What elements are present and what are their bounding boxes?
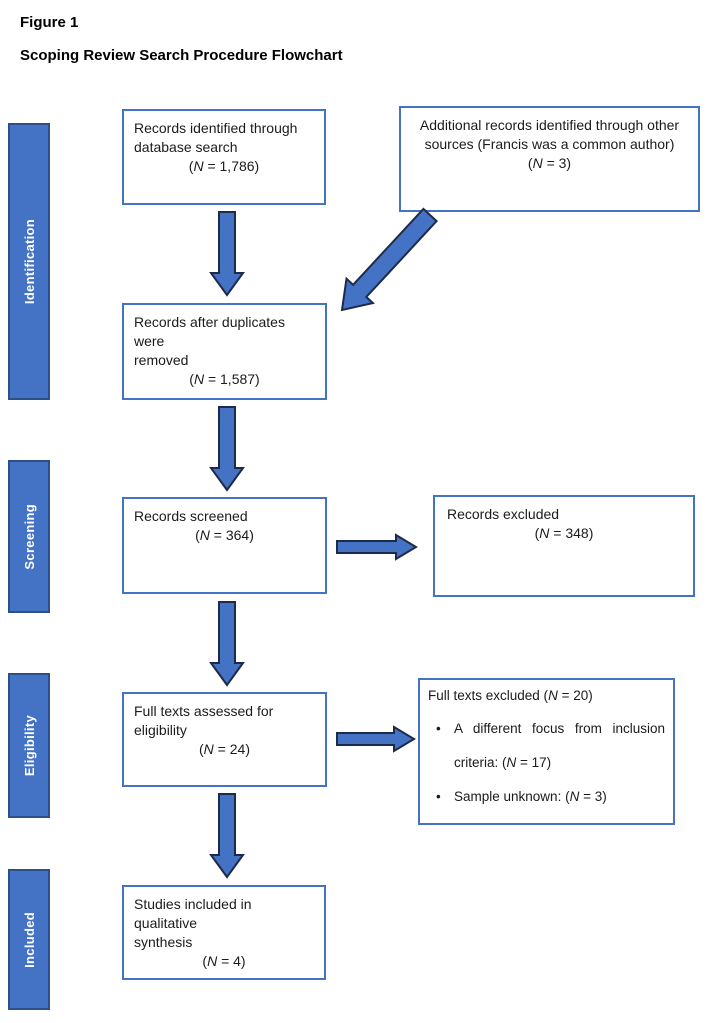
n-value: = 1,587) xyxy=(204,371,260,387)
arrow-shape xyxy=(209,406,245,492)
text-part: Sample unknown: ( xyxy=(454,789,570,804)
box-text-line: database search xyxy=(134,139,238,155)
n-value: = 348) xyxy=(549,525,594,541)
n-value: = 3) xyxy=(542,155,572,171)
box-records-identified: Records identified through database sear… xyxy=(122,109,326,205)
box-text-line: Records identified through xyxy=(134,120,298,136)
n-value: = 364) xyxy=(209,527,254,543)
n-symbol: N xyxy=(532,155,543,171)
box-records-screened: Records screened (N = 364) xyxy=(122,497,327,594)
n-count: (N = 364) xyxy=(134,526,315,545)
n-open: ( xyxy=(527,155,533,171)
n-symbol: N xyxy=(548,688,558,703)
text-part: Full texts excluded ( xyxy=(428,688,549,703)
n-count: (N = 1,587) xyxy=(134,370,315,389)
bullet-marker: • xyxy=(436,789,441,804)
arrow-shape xyxy=(336,533,418,561)
stage-bar-eligibility: Eligibility xyxy=(8,673,50,818)
box-text-line: removed xyxy=(134,352,189,368)
stage-bar-identification: Identification xyxy=(8,123,50,400)
stage-label-screening: Screening xyxy=(21,503,37,570)
n-open: ( xyxy=(199,741,204,757)
box-text-line: Records excluded xyxy=(447,506,560,522)
box-text-line: synthesis xyxy=(134,934,193,950)
text-part: = 3) xyxy=(579,789,607,804)
arrow-right-screened-to-excluded xyxy=(336,533,418,561)
bullet-item: • A different focus from inclusion criter… xyxy=(428,712,665,780)
n-symbol: N xyxy=(539,525,550,541)
n-symbol: N xyxy=(193,158,204,174)
box-text-line: Full texts assessed for eligibility xyxy=(134,703,274,738)
figure-title: Scoping Review Search Procedure Flowchar… xyxy=(20,47,343,64)
stage-bar-included: Included xyxy=(8,869,50,1010)
n-value: = 1,786) xyxy=(203,158,260,174)
arrow-down-identified-to-duplicates xyxy=(209,211,245,297)
arrow-shape xyxy=(336,725,416,753)
n-symbol: N xyxy=(199,527,210,543)
box-additional-records: Additional records identified through ot… xyxy=(399,106,700,212)
arrow-shape xyxy=(209,793,245,879)
arrow-diagonal-additional-to-duplicates xyxy=(340,207,439,312)
bullet-item: • Sample unknown: (N = 3) xyxy=(428,780,665,814)
n-symbol: N xyxy=(193,371,205,387)
box-text-line: Full texts excluded (N = 20) xyxy=(428,686,665,705)
stage-label-eligibility: Eligibility xyxy=(21,714,37,777)
n-open: ( xyxy=(202,953,208,969)
box-text-line: Records screened xyxy=(134,508,248,524)
box-fulltext-assessed: Full texts assessed for eligibility (N =… xyxy=(122,692,327,787)
arrow-right-fulltext-to-excluded xyxy=(336,725,416,753)
n-symbol: N xyxy=(569,789,580,804)
stage-label-included: Included xyxy=(21,911,37,968)
box-text-line: Studies included in qualitative xyxy=(134,896,252,931)
n-open: ( xyxy=(534,525,540,541)
bullet-marker: • xyxy=(436,721,441,736)
box-records-excluded: Records excluded (N = 348) xyxy=(433,495,695,597)
n-count: (N = 24) xyxy=(134,740,315,759)
n-open: ( xyxy=(195,527,200,543)
n-value: = 24) xyxy=(213,741,250,757)
box-text-line: sources (Francis was a common author) xyxy=(424,136,675,152)
n-open: ( xyxy=(189,371,194,387)
text-part: A different focus from inclusion criteri… xyxy=(454,721,665,770)
n-count: (N = 1,786) xyxy=(134,157,314,176)
n-count: (N = 3) xyxy=(407,154,692,173)
text-part: = 17) xyxy=(516,755,552,770)
box-text-line: Records after duplicates were xyxy=(134,314,293,349)
text-part: = 20) xyxy=(557,688,593,703)
box-studies-included: Studies included in qualitative synthesi… xyxy=(122,885,326,980)
arrow-down-fulltext-to-included xyxy=(209,793,245,879)
n-symbol: N xyxy=(506,755,517,770)
stage-bar-screening: Screening xyxy=(8,460,50,613)
box-duplicates-removed: Records after duplicates were removed (N… xyxy=(122,303,327,400)
stage-label-identification: Identification xyxy=(21,218,37,305)
arrow-down-screened-to-fulltext xyxy=(209,601,245,687)
arrow-shape xyxy=(209,211,245,297)
n-count: (N = 348) xyxy=(447,524,681,543)
n-symbol: N xyxy=(203,741,214,757)
arrow-down-duplicates-to-screened xyxy=(209,406,245,492)
n-open: ( xyxy=(188,158,194,174)
figure-label: Figure 1 xyxy=(20,14,79,31)
box-text-line: Additional records identified through ot… xyxy=(419,117,680,133)
n-symbol: N xyxy=(207,953,218,969)
n-count: (N = 4) xyxy=(134,952,314,971)
arrow-shape xyxy=(209,601,245,687)
n-value: = 4) xyxy=(217,953,246,969)
arrow-shape xyxy=(340,207,439,312)
box-fulltext-excluded: Full texts excluded (N = 20) •A differen… xyxy=(418,678,675,825)
